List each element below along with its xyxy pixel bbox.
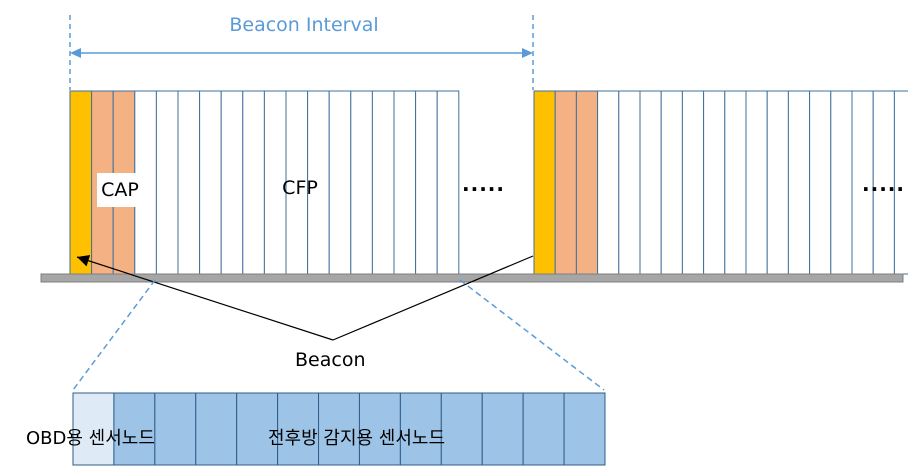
cfp-slot bbox=[415, 90, 438, 275]
front-rear-sensor-slot bbox=[399, 392, 442, 466]
front-rear-sensor-slot bbox=[440, 392, 483, 466]
cfp-slot bbox=[660, 90, 683, 275]
timeline-bar bbox=[40, 273, 904, 283]
cfp-slot bbox=[220, 90, 244, 275]
front-rear-sensor-slot bbox=[236, 392, 279, 466]
cap-label: CAP bbox=[97, 173, 143, 207]
cap-slot bbox=[554, 90, 577, 275]
cfp-slot bbox=[177, 90, 201, 275]
beacon-slot bbox=[533, 90, 556, 275]
cfp-slot bbox=[809, 90, 832, 275]
expanded-cfp-slot bbox=[72, 392, 606, 466]
front-rear-sensor-slot bbox=[113, 392, 156, 466]
beacon-slot bbox=[69, 90, 93, 275]
front-rear-sensor-slot bbox=[154, 392, 197, 466]
front-rear-sensor-slot bbox=[277, 392, 320, 466]
cfp-slot bbox=[639, 90, 662, 275]
cfp-slot bbox=[436, 90, 460, 275]
cfp-slot bbox=[199, 90, 222, 275]
beacon-label: Beacon bbox=[295, 349, 366, 371]
front-rear-sensor-slot bbox=[358, 392, 401, 466]
cfp-slot bbox=[393, 90, 417, 275]
front-rear-sensor-label: 전후방 감지용 센서노드 bbox=[268, 428, 446, 449]
cfp-slot bbox=[745, 90, 768, 275]
cap-slot bbox=[575, 90, 599, 275]
cfp-slot bbox=[371, 90, 395, 275]
front-rear-sensor-slot bbox=[563, 392, 606, 466]
continuation-dots-1: ..... bbox=[462, 172, 505, 196]
zoom-dashed-line-left bbox=[72, 279, 156, 391]
cfp-slot bbox=[724, 90, 747, 275]
superframe-1 bbox=[69, 90, 460, 275]
beacon-interval-label: Beacon Interval bbox=[229, 14, 379, 36]
cfp-slot bbox=[350, 90, 373, 275]
cfp-slot bbox=[155, 90, 179, 275]
obd-sensor-slot bbox=[72, 392, 115, 466]
cfp-slot bbox=[618, 90, 641, 275]
obd-sensor-label: OBD용 센서노드 bbox=[26, 428, 155, 449]
cfp-slot bbox=[766, 90, 789, 275]
interval-arrowhead-right bbox=[522, 48, 533, 58]
front-rear-sensor-slot bbox=[522, 392, 565, 466]
front-rear-sensor-slot bbox=[195, 392, 238, 466]
cfp-slot bbox=[597, 90, 620, 275]
cfp-slot bbox=[893, 90, 908, 275]
zoom-dashed-line-right bbox=[459, 279, 605, 391]
continuation-dots-2: ..... bbox=[862, 172, 905, 196]
beacon-pointer-line-2 bbox=[332, 255, 534, 341]
cfp-label: CFP bbox=[282, 177, 318, 199]
cfp-slot bbox=[703, 90, 726, 275]
cfp-slot bbox=[681, 90, 705, 275]
front-rear-sensor-slot bbox=[318, 392, 360, 466]
cfp-slot bbox=[830, 90, 853, 275]
interval-arrowhead-left bbox=[70, 48, 81, 58]
superframe-2 bbox=[533, 90, 908, 275]
cfp-slot bbox=[787, 90, 811, 275]
beacon-pointer-line-1 bbox=[76, 254, 334, 341]
front-rear-sensor-slot bbox=[481, 392, 524, 466]
